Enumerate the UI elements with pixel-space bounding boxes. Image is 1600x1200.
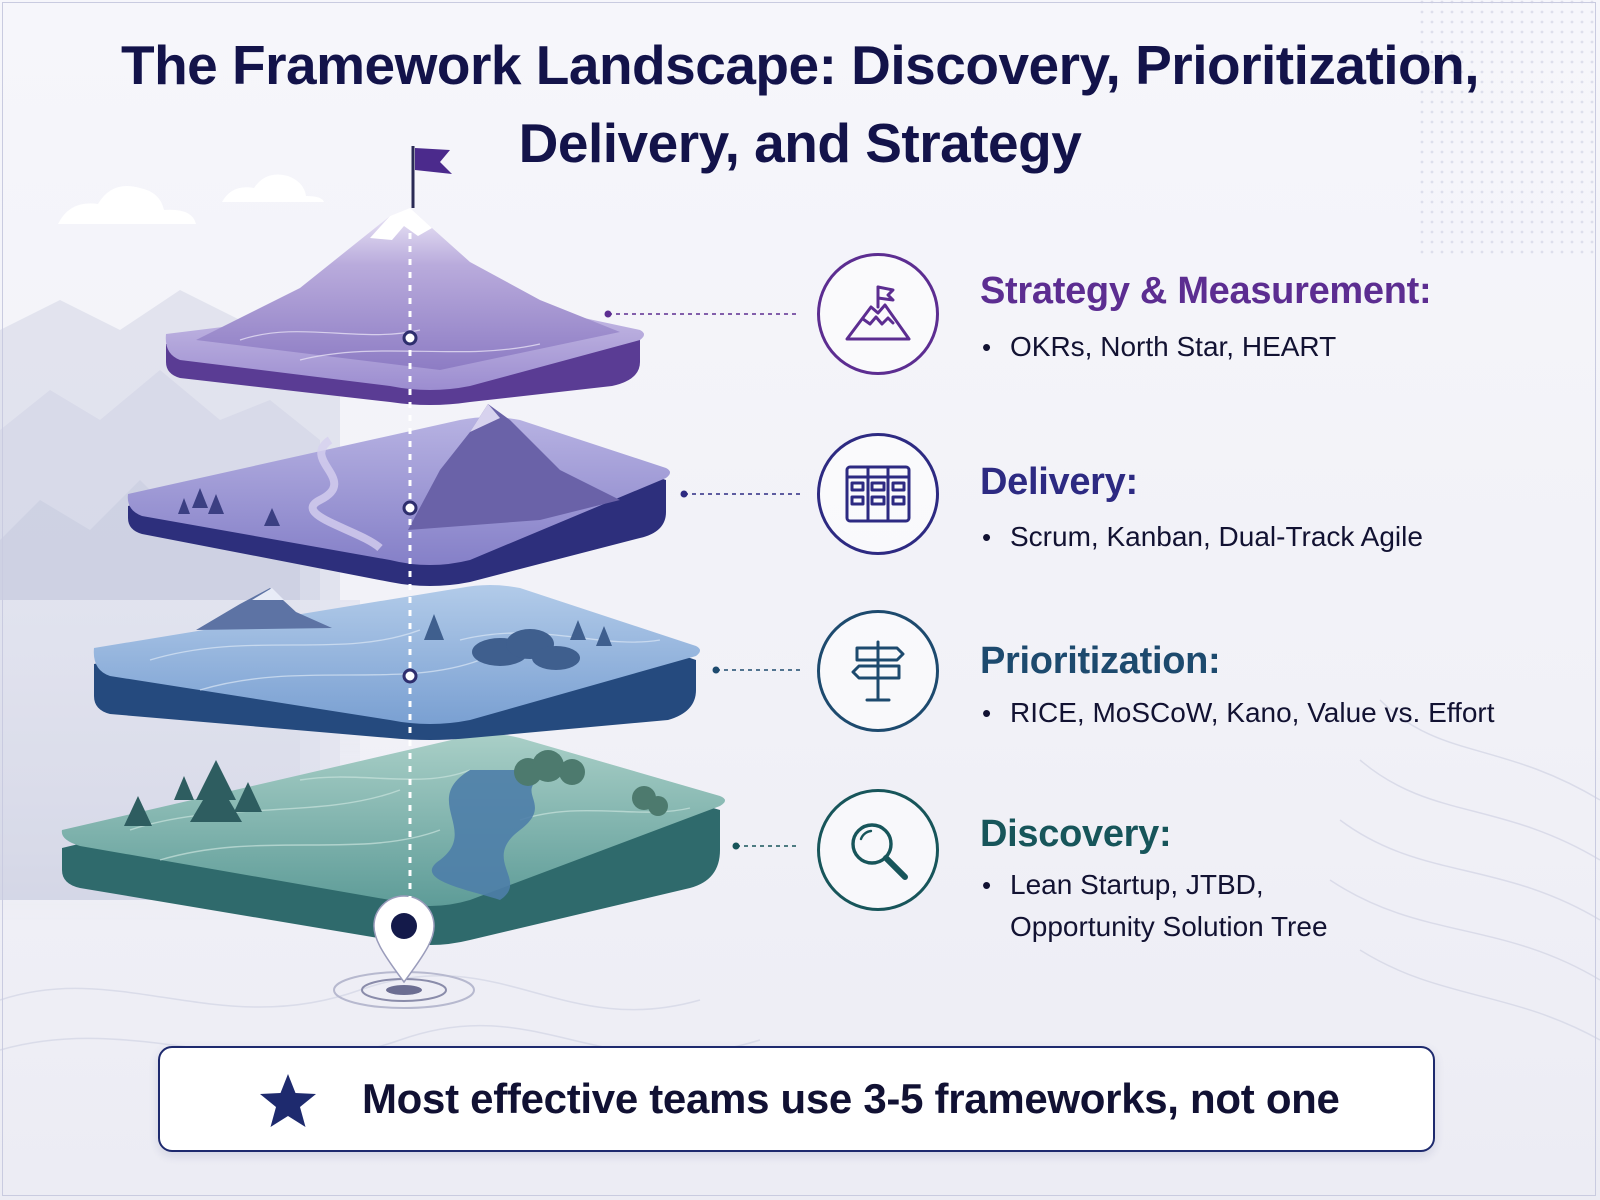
discovery-item-continued: Opportunity Solution Tree [1010, 911, 1328, 942]
strategy-heading: Strategy & Measurement: [980, 270, 1432, 312]
discovery-heading: Discovery: [980, 813, 1172, 855]
summit-flag-icon [411, 146, 452, 208]
kanban-board-icon [845, 465, 911, 523]
strategy-items: OKRs, North Star, HEART [980, 326, 1336, 368]
prioritization-icon-circle [817, 610, 939, 732]
delivery-heading: Delivery: [980, 461, 1138, 503]
prioritization-heading: Prioritization: [980, 640, 1221, 682]
strategy-icon-circle [817, 253, 939, 375]
page-title-line-2: Delivery, and Strategy [518, 112, 1082, 174]
key-takeaway-callout: Most effective teams use 3-5 frameworks,… [158, 1046, 1435, 1152]
discovery-item: Lean Startup, JTBD, [980, 864, 1328, 906]
signpost-icon [851, 640, 905, 702]
page-title: The Framework Landscape: Discovery, Prio… [120, 34, 1480, 96]
discovery-plate [61, 734, 726, 945]
magnifier-icon [851, 823, 908, 880]
discovery-icon-circle [817, 789, 939, 911]
mountain-flag-icon [845, 285, 911, 341]
delivery-items: Scrum, Kanban, Dual-Track Agile [980, 516, 1423, 558]
prioritization-plate [93, 585, 701, 740]
location-pin-icon [333, 895, 475, 1009]
callout-text: Most effective teams use 3-5 frameworks,… [362, 1075, 1340, 1122]
prioritization-item: RICE, MoSCoW, Kano, Value vs. Effort [980, 692, 1495, 734]
delivery-icon-circle [817, 433, 939, 555]
discovery-items: Lean Startup, JTBD, Opportunity Solution… [980, 864, 1328, 948]
star-icon [260, 1074, 316, 1127]
strategy-item: OKRs, North Star, HEART [980, 326, 1336, 368]
prioritization-items: RICE, MoSCoW, Kano, Value vs. Effort [980, 692, 1495, 734]
strategy-plate [165, 208, 644, 405]
delivery-plate [127, 404, 671, 586]
delivery-item: Scrum, Kanban, Dual-Track Agile [980, 516, 1423, 558]
